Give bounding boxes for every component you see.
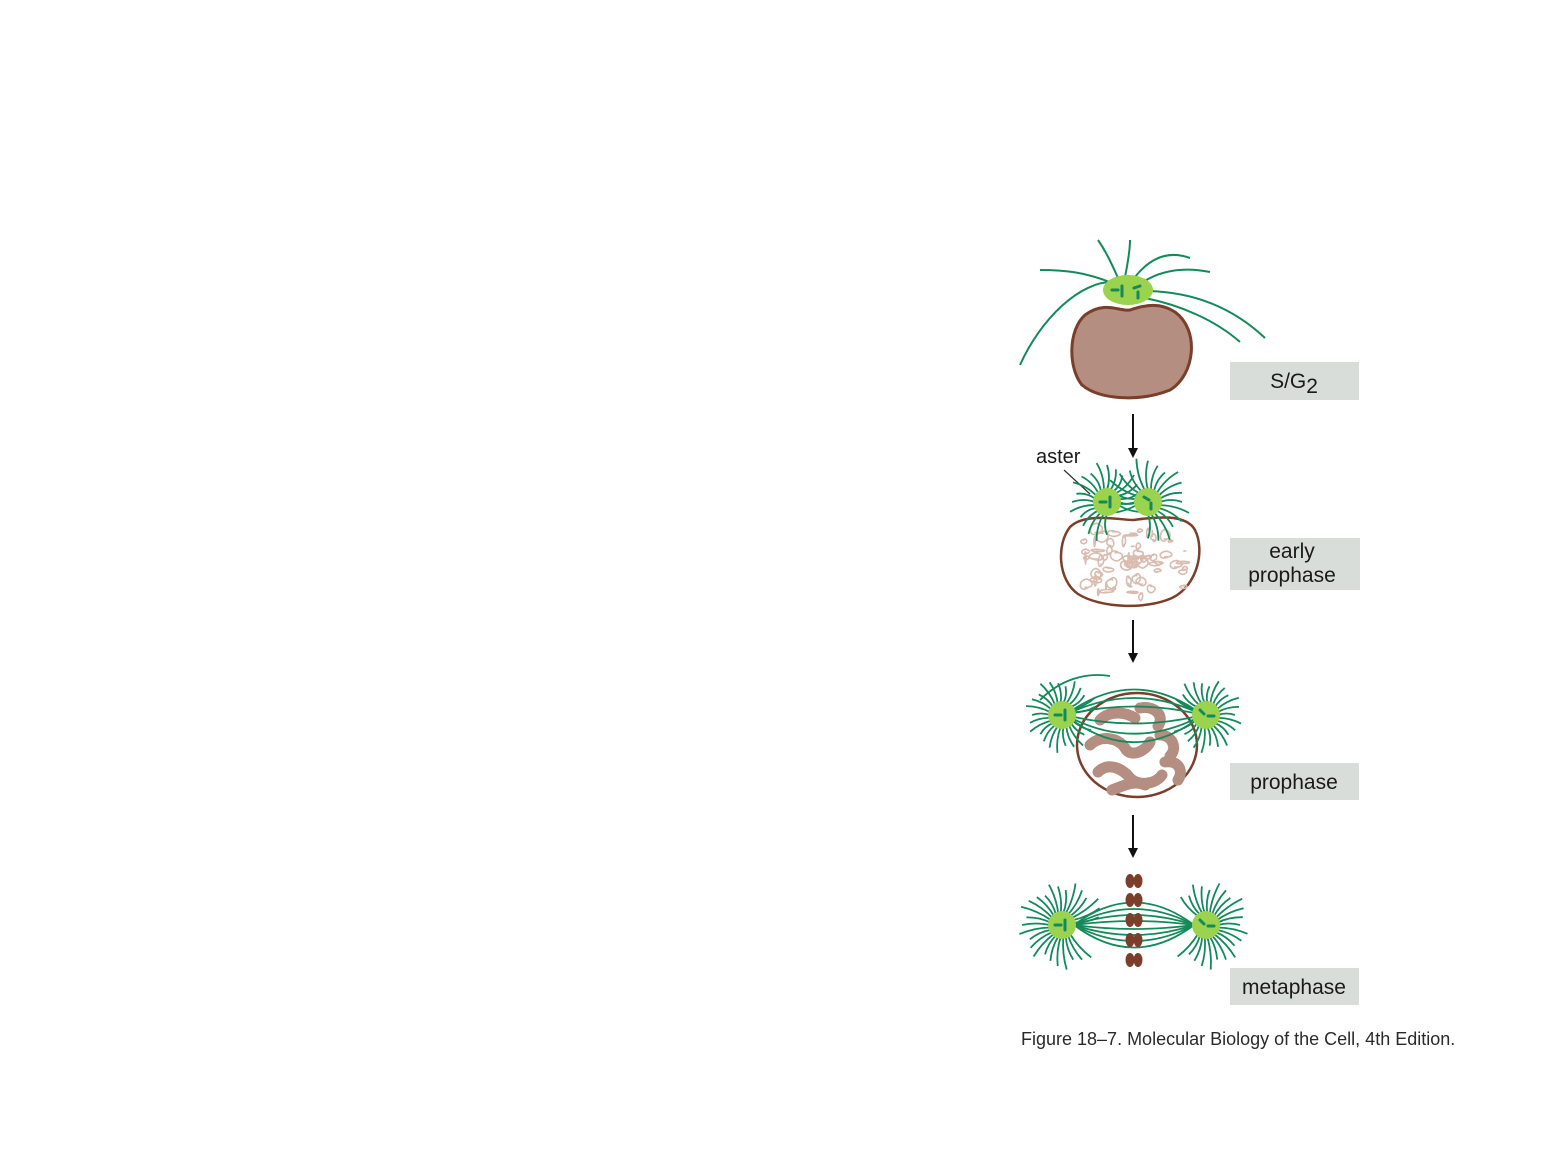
aster-label: aster: [1036, 446, 1081, 468]
stage-early-prophase: aster early prophase: [1036, 446, 1360, 606]
aster-left-microtubule: [1076, 494, 1095, 499]
chromatin-loop: [1124, 535, 1138, 536]
aster-right-microtubule: [1160, 500, 1182, 502]
metaphase-right-microtubule: [1202, 886, 1205, 913]
prophase-label: prophase: [1250, 771, 1338, 794]
prophase-right-microtubule: [1207, 686, 1210, 703]
metaphase-centrosome-right: [1192, 911, 1220, 939]
chromatin-loop: [1127, 591, 1138, 593]
chromatin-loop: [1094, 537, 1095, 547]
metaphase-kinetochore-microtubule: [1074, 925, 1194, 929]
stage-metaphase: metaphase: [1019, 874, 1359, 1005]
prophase-right-microtubule: [1218, 714, 1235, 716]
metaphase-right-microtubule: [1178, 934, 1198, 957]
aster-leader-line: [1064, 470, 1090, 494]
s-g2-label-sub: 2: [1306, 375, 1318, 398]
s-g2-label-main: S/G: [1270, 370, 1306, 393]
chromatin-loop: [1168, 540, 1172, 542]
chromatin-loop: [1085, 552, 1086, 564]
prophase-right-microtubule: [1202, 683, 1205, 703]
prophase-left-microtubule: [1057, 727, 1061, 753]
arrow-1: [1128, 414, 1138, 458]
early-prophase-label-line1: early: [1269, 540, 1315, 563]
aster-right-microtubule: [1146, 461, 1148, 490]
metaphase-left-microtubule: [1057, 937, 1060, 966]
s-g2-nucleus: [1072, 305, 1192, 397]
aster-right-microtubule: [1157, 472, 1179, 494]
metaphase-chromosomes: [1126, 874, 1143, 967]
early-prophase-label-line2: prophase: [1248, 564, 1336, 587]
arrow-2: [1128, 620, 1138, 663]
metaphase-left-microtubule: [1066, 884, 1076, 914]
prophase-right-microtubule: [1218, 707, 1239, 712]
aster-left-microtubule: [1072, 500, 1095, 502]
stage-prophase: prophase: [1026, 675, 1359, 800]
aster-left-microtubule: [1107, 465, 1109, 490]
metaphase-right-microtubule: [1218, 924, 1240, 926]
chromatin-loop: [1098, 589, 1100, 595]
prophase-left-microtubule: [1063, 686, 1066, 703]
stage-s-g2: S/G2: [1020, 240, 1359, 400]
early-prophase-centrosome-right: [1134, 488, 1162, 516]
aster-right-microtubule: [1136, 459, 1145, 491]
prophase-left-microtubule: [1032, 714, 1050, 716]
metaphase-left-microtubule: [1063, 890, 1066, 913]
chromatin-loop: [1091, 549, 1104, 551]
prophase-left-microtubule: [1026, 706, 1050, 712]
prophase-right-microtubule: [1207, 727, 1210, 746]
metaphase-label: metaphase: [1242, 976, 1346, 999]
prophase-right-microtubule: [1201, 727, 1205, 753]
metaphase-right-microtubule: [1207, 937, 1211, 970]
arrow-3: [1128, 815, 1138, 858]
prophase-left-microtubule: [1063, 727, 1066, 746]
figure-caption: Figure 18–7. Molecular Biology of the Ce…: [1021, 1029, 1455, 1050]
metaphase-left-microtubule: [1022, 924, 1050, 926]
prophase-centrosome-right: [1192, 701, 1220, 729]
metaphase-right-microtubule: [1207, 890, 1210, 913]
aster-right-microtubule: [1160, 493, 1182, 499]
